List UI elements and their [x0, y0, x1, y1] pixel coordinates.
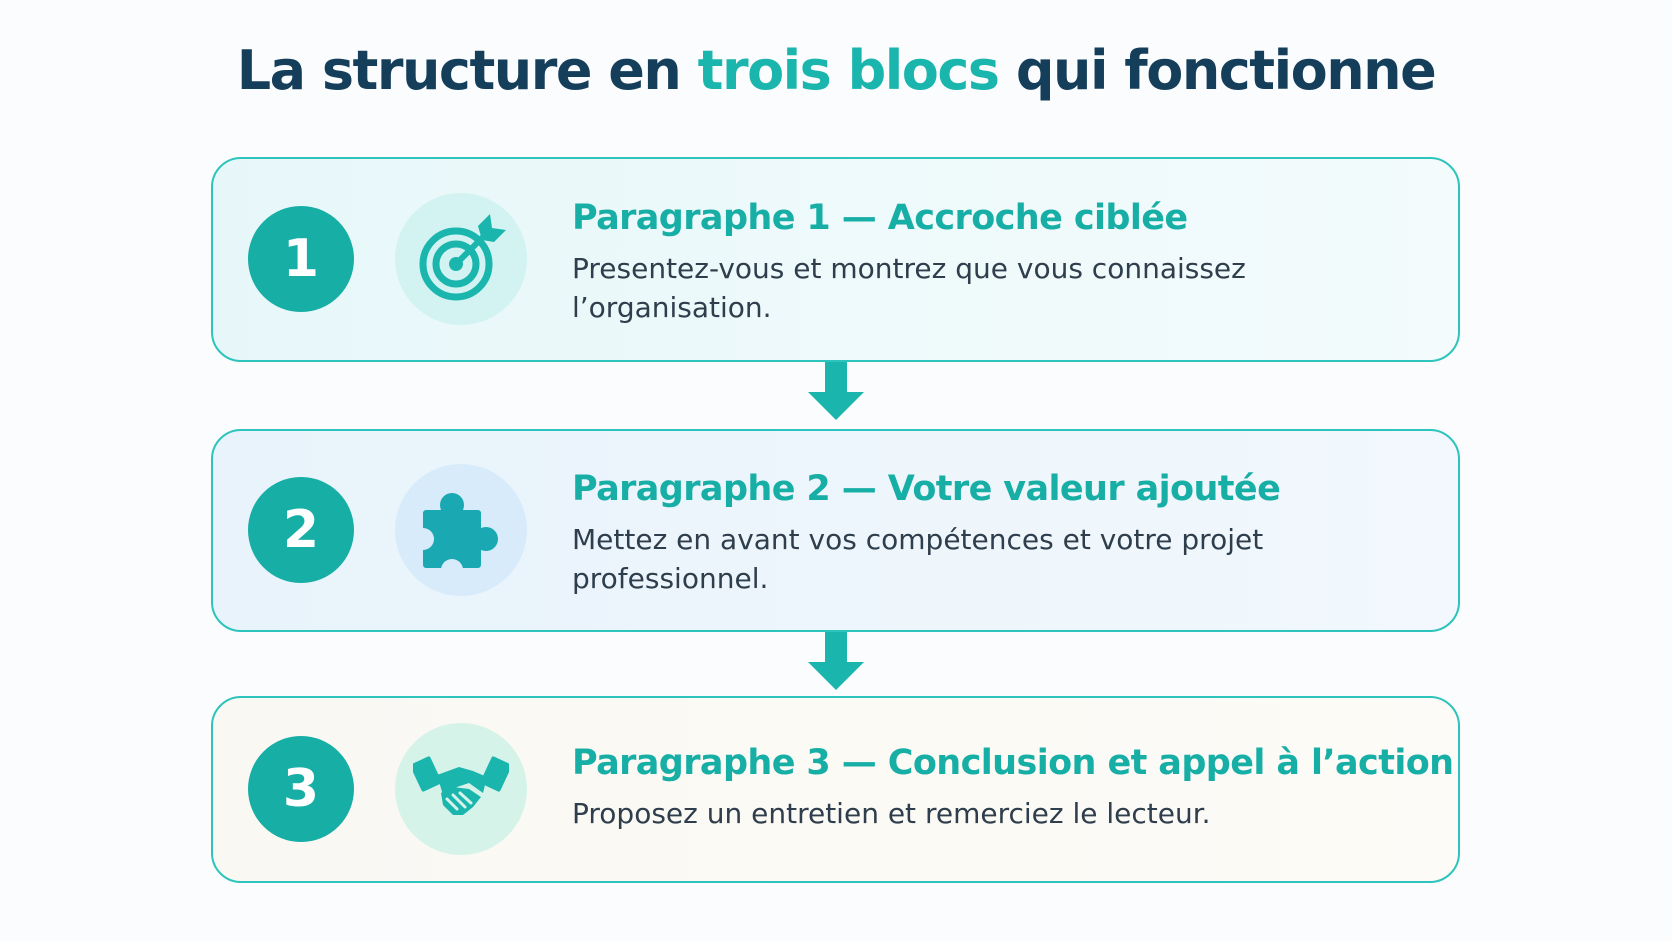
step-card-1: 1 Paragraphe 1 — Accroche ciblée Present… — [211, 157, 1460, 362]
target-icon — [395, 193, 527, 325]
handshake-icon — [395, 723, 527, 855]
step-heading-2: Paragraphe 2 — Votre valeur ajoutée — [572, 469, 1281, 509]
title-part-2: qui fonctionne — [998, 39, 1437, 102]
step-description-2: Mettez en avant vos compétences et votre… — [572, 523, 1264, 595]
step-number-badge-3: 3 — [248, 736, 354, 842]
puzzle-icon — [395, 464, 527, 596]
arrow-down-icon — [808, 632, 864, 690]
step-number-badge-2: 2 — [248, 477, 354, 583]
step-number-badge-1: 1 — [248, 206, 354, 312]
title-highlight: trois blocs — [697, 39, 1000, 102]
step-card-3: 3 Paragraphe 3 — Conclusion et appel à l… — [211, 696, 1460, 883]
step-heading-3: Paragraphe 3 — Conclusion et appel à l’a… — [572, 743, 1454, 783]
page-title: La structure en trois blocs qui fonction… — [0, 34, 1672, 108]
step-heading-1: Paragraphe 1 — Accroche ciblée — [572, 198, 1188, 238]
step-card-2: 2 Paragraphe 2 — Votre valeur ajoutée Me… — [211, 429, 1460, 632]
title-part-1: La structure en — [236, 39, 698, 102]
step-description-3: Proposez un entretien et remerciez le le… — [572, 797, 1211, 830]
arrow-down-icon — [808, 362, 864, 420]
step-description-1: Presentez-vous et montrez que vous conna… — [572, 252, 1246, 324]
